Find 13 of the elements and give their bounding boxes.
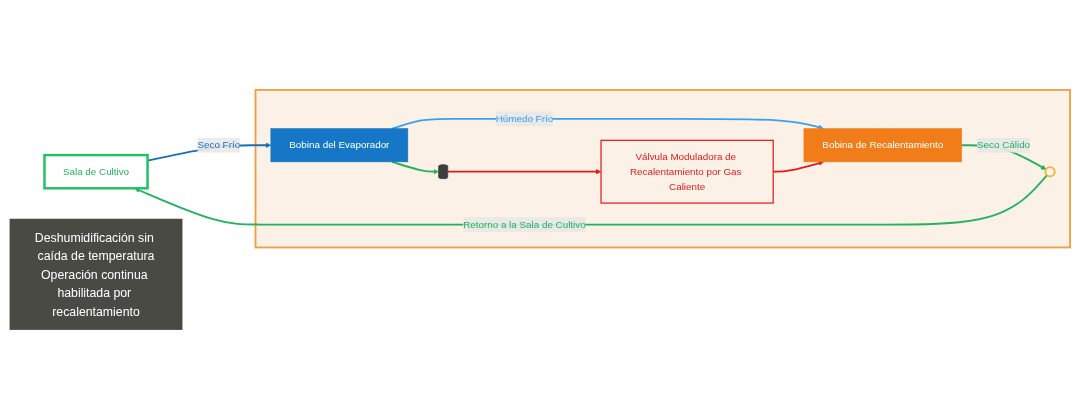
edge-label: Seco Frío	[197, 139, 241, 151]
node-box: Válvula Moduladora de Recalentamiento por Gas Caliente	[600, 139, 774, 204]
edge-label: Húmedo Frío	[495, 113, 554, 124]
node-cylinder	[438, 164, 449, 180]
node-box: Sala de Cultivo	[43, 154, 149, 190]
arrow	[446, 169, 602, 175]
edge-label: Seco Cálido	[977, 139, 1031, 151]
node-box: Bobina de Recalentamiento	[803, 128, 962, 163]
node-circle	[1044, 166, 1056, 178]
edge-label: Retorno a la Sala de Cultivo	[463, 219, 586, 230]
node-box: Deshumidificación sin caída de temperatura Operación continua habilitada por recalentamiento	[9, 218, 183, 331]
cluster	[254, 89, 1071, 249]
node-box: Bobina del Evaporador	[270, 128, 409, 163]
